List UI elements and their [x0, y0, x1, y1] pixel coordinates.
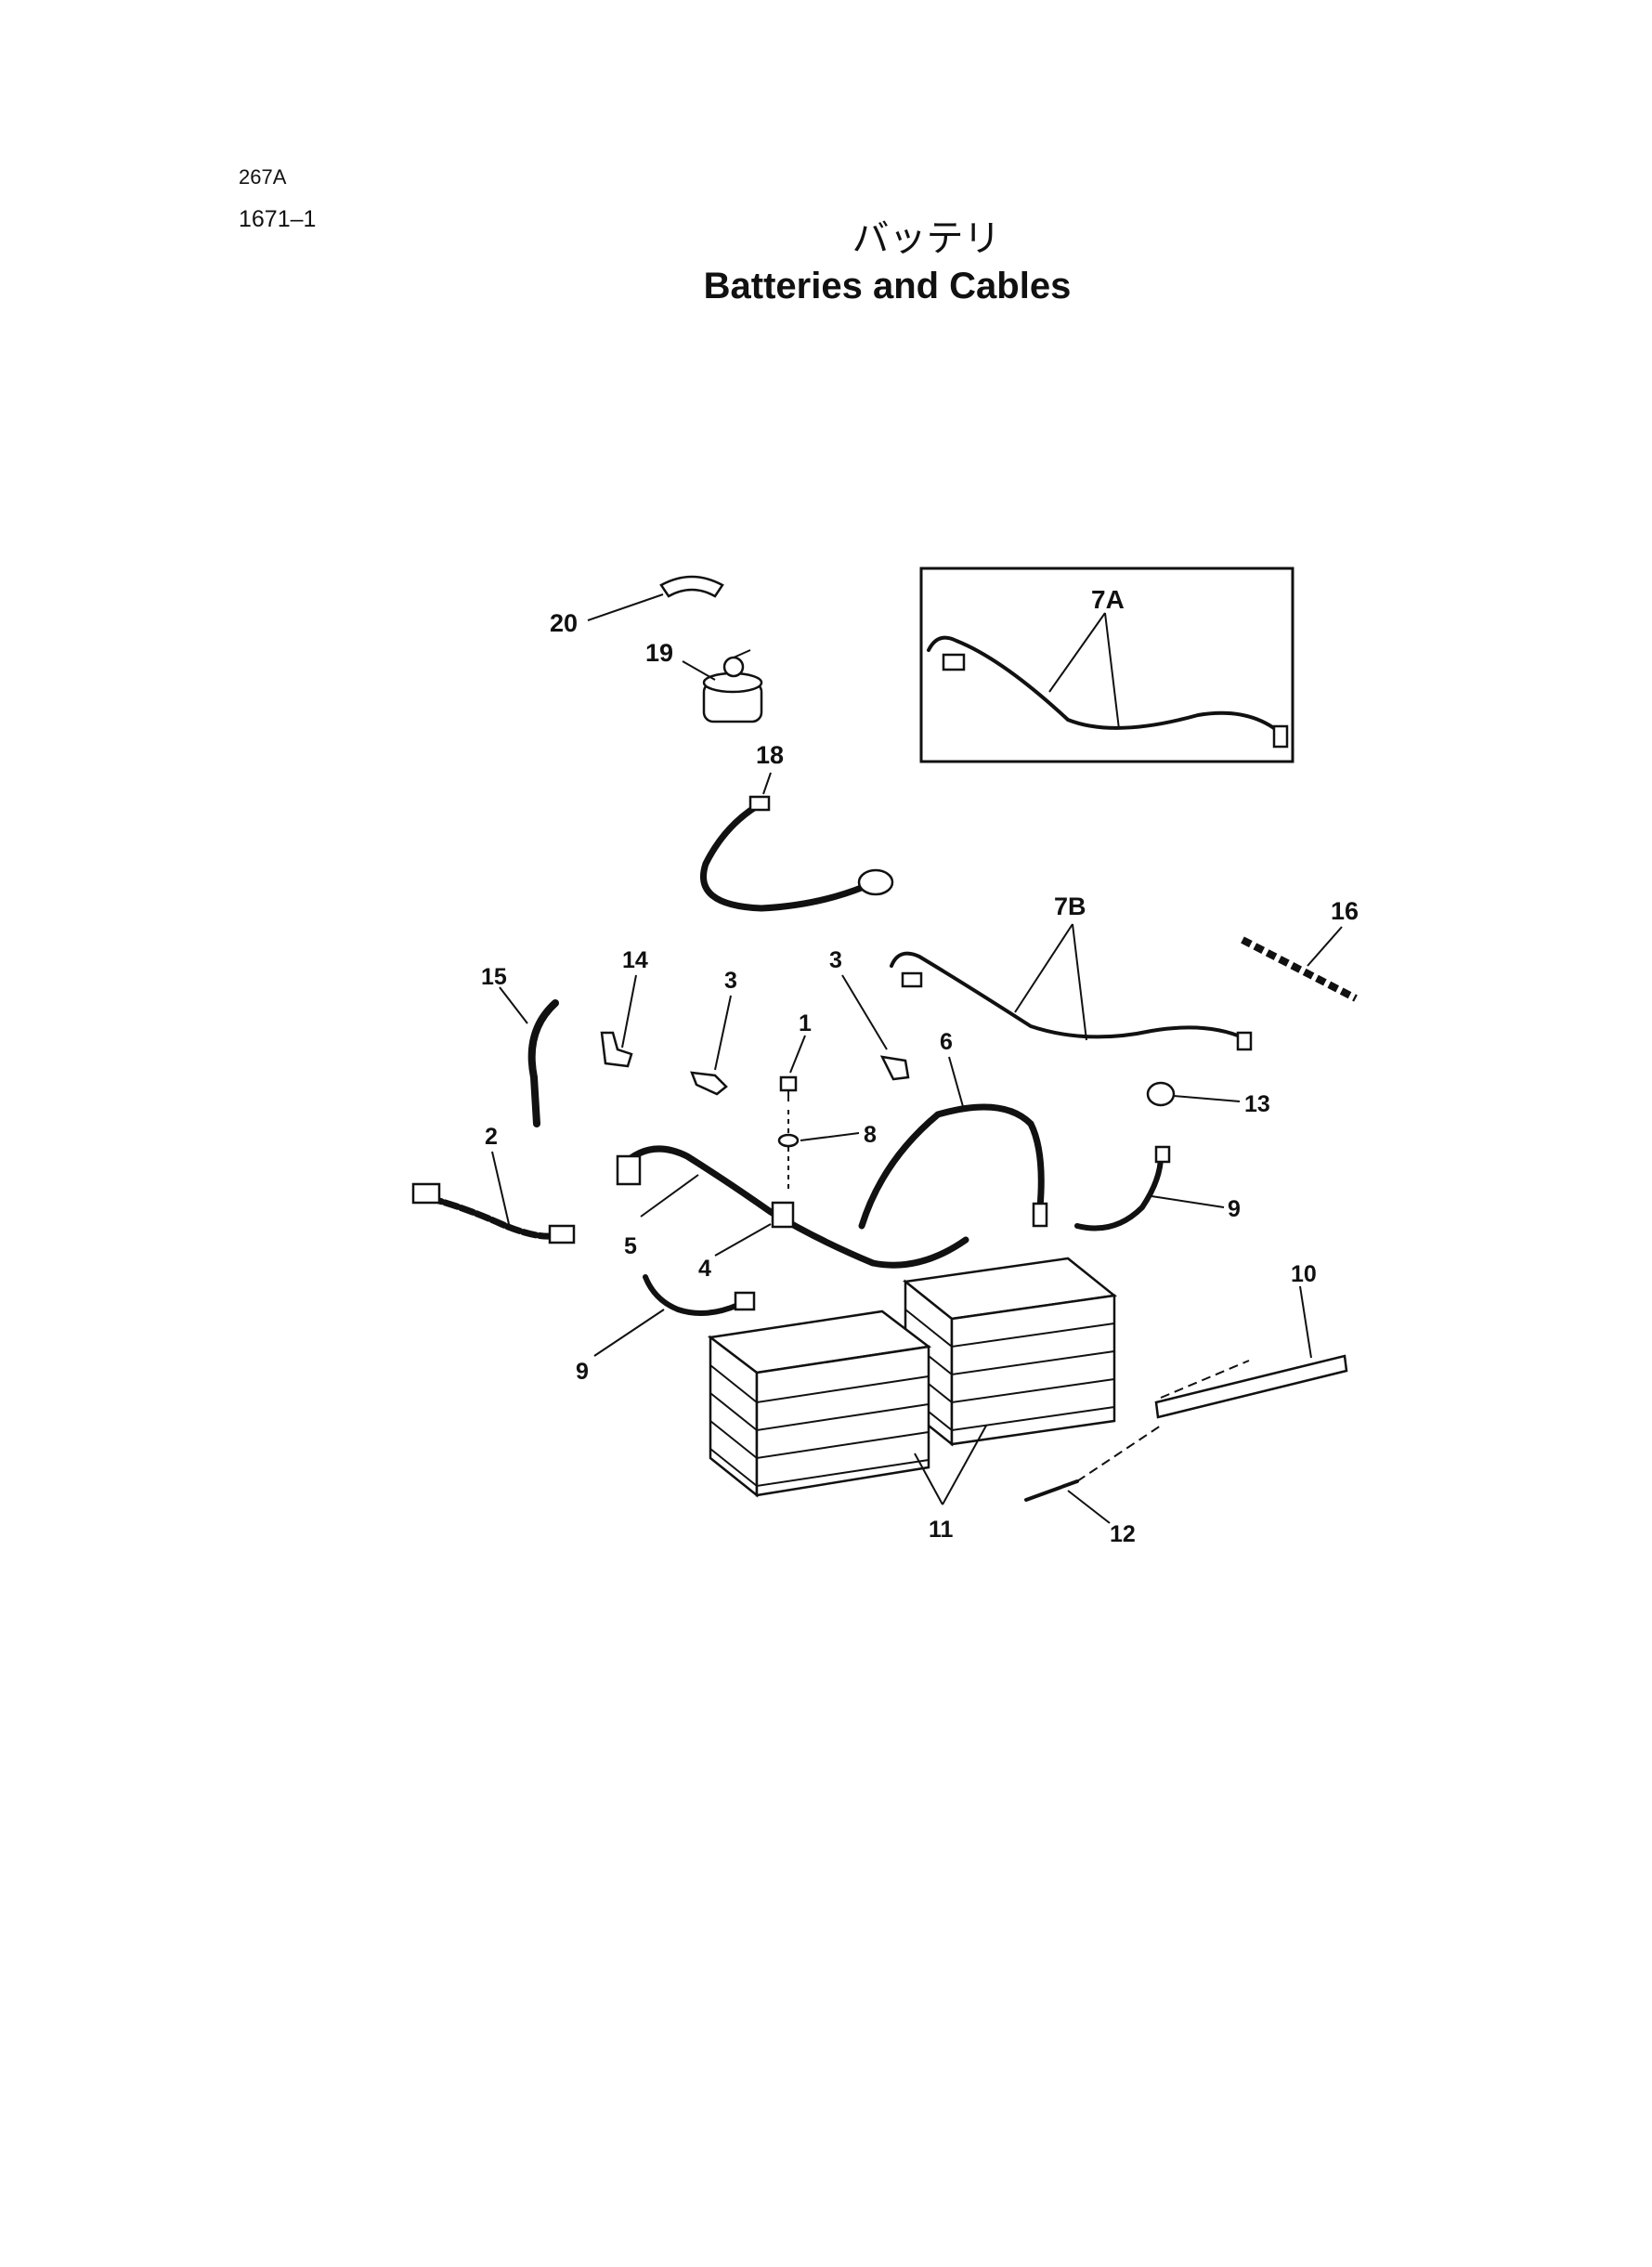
part-6-cable: 6: [858, 1029, 1048, 1230]
part-18-cable: 18: [700, 741, 894, 912]
part-8-washer: 8: [777, 1122, 877, 1148]
part-4-clamp: 4: [698, 1201, 795, 1282]
callout-12: 12: [1110, 1521, 1136, 1547]
callout-8: 8: [864, 1122, 877, 1148]
part-16-cover: 16: [1241, 897, 1359, 1002]
part-7b-cable: 7B: [890, 892, 1253, 1051]
callout-10: 10: [1291, 1261, 1317, 1287]
callout-11: 11: [929, 1517, 954, 1543]
part-9-cable-left: 9: [576, 1274, 756, 1385]
part-3-terminal-right: 3: [829, 947, 910, 1081]
title-japanese: バッテリ: [852, 217, 1001, 260]
part-20: 20: [550, 575, 724, 637]
part-10-bar: 10: [1154, 1261, 1348, 1419]
part-5-cable: 5: [616, 1145, 969, 1269]
callout-9-left: 9: [576, 1359, 589, 1385]
callout-19: 19: [645, 639, 673, 667]
doc-code-267a: 267A: [239, 165, 287, 189]
callout-1: 1: [799, 1010, 812, 1036]
part-1-bolt: 1: [779, 1010, 812, 1193]
part-13-cap: 13: [1146, 1081, 1270, 1117]
part-2-cable: 2: [411, 1124, 576, 1244]
part-12-rod: 12: [1024, 1425, 1162, 1547]
callout-13: 13: [1244, 1091, 1270, 1117]
callout-4: 4: [698, 1256, 711, 1282]
callout-20: 20: [550, 609, 578, 637]
callout-6: 6: [940, 1029, 953, 1055]
part-3-terminal-left: 3: [690, 968, 737, 1096]
callout-7a: 7A: [1091, 585, 1125, 614]
callout-2: 2: [485, 1124, 498, 1150]
part-11-battery-front: 11: [707, 1309, 987, 1543]
callout-5: 5: [624, 1233, 637, 1259]
part-14-clamp: 14: [600, 947, 648, 1068]
callout-16: 16: [1331, 897, 1359, 925]
inset-7a: 7A: [919, 567, 1294, 763]
part-15-tube: 15: [481, 964, 559, 1127]
page-title: Batteries and Cables: [703, 266, 1072, 306]
callout-15: 15: [481, 964, 507, 990]
part-9-cable-right: 9: [1074, 1145, 1241, 1231]
part-19-switch: 19: [645, 639, 763, 723]
callout-14: 14: [622, 947, 648, 973]
part-11-battery-rear: [902, 1257, 1118, 1447]
callout-7b: 7B: [1054, 892, 1086, 920]
callout-9-right: 9: [1228, 1196, 1241, 1222]
callout-3-left: 3: [724, 968, 737, 994]
doc-code-1671: 1671–1: [239, 206, 317, 232]
callout-3-right: 3: [829, 947, 842, 973]
callout-18: 18: [756, 741, 784, 769]
